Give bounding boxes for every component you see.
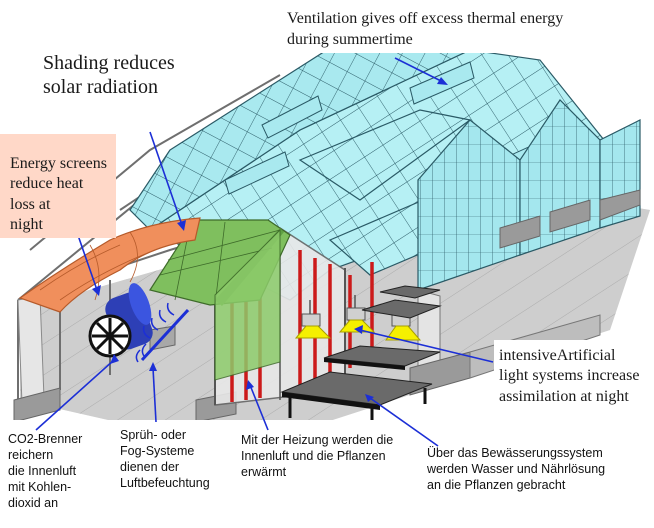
shading-label: Shading reduces solar radiation [35,47,195,105]
energy-screens-label: Energy screens reduce heat loss at night [0,134,116,238]
plant-tables [280,285,442,426]
annotation-arrows [35,57,494,447]
captions-bg [0,420,654,528]
arrowheads [92,77,448,402]
fog-system-label: Sprüh- oder Fog-Systeme dienen der Luftb… [120,428,210,490]
ventilation-label-bg [284,5,609,53]
co2-burner-fan-icon [88,283,153,358]
co2-burner-label: CO2-Brenner reichern die Innenluft mit K… [8,432,83,510]
ventilation-label: Ventilation gives off excess thermal ene… [287,10,564,48]
fog-nozzle-icon [135,302,190,363]
energy-screen [18,217,201,313]
heating-label: Mit der Heizung werden die Innenluft und… [241,433,394,479]
grow-lamp-icon [294,295,422,341]
irrigation-label: Über das Bewässerungssystem werden Wasse… [427,446,606,492]
light-label-bg [494,340,654,412]
artificial-light-label: intensiveArtificial light systems increa… [499,347,640,405]
